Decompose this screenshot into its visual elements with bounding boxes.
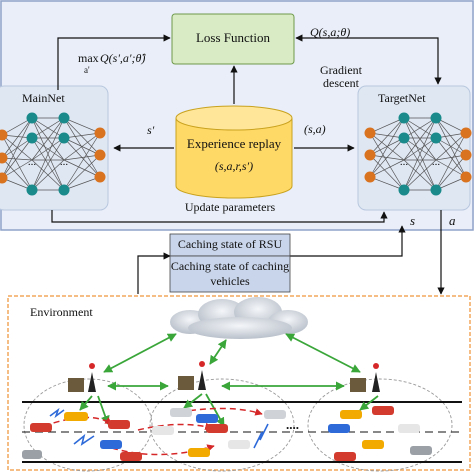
top-arrows [51,34,445,295]
targetnet-label: TargetNet [378,91,426,105]
experience-replay-cylinder [175,105,293,199]
maxq-prefix: max [78,51,99,65]
mainnet-label: MainNet [22,91,65,105]
experience-replay-label: Experience replay [186,136,282,151]
road [22,401,462,463]
experience-tuple-label: (s,a,r,s′) [214,159,254,173]
rsu-tower-icon [68,361,380,392]
maxq-expression: Q(s',a';θ̂) [100,51,146,65]
loss-function-box [171,13,295,65]
mainnet-ellipsis-2: ... [59,156,69,168]
rsu-state-label: Caching state of RSU [177,237,283,251]
target-q-label: Q(s,a;θ) [310,25,351,39]
vehicle-state-label: Caching state of caching vehicles [170,259,290,288]
gradient-descent-label: Gradient descent [320,63,362,91]
sa-label: (s,a) [304,122,326,136]
lightning-links [49,407,269,449]
maxq-subscript: a' [84,65,90,75]
targetnet-network [364,112,472,196]
mainnet-network [0,112,106,196]
vehicle-state-box [169,255,291,293]
cloud-icon [170,297,308,339]
coverage-areas [23,378,453,472]
s-label: s [410,213,416,228]
loss-function-label: Loss Function [195,30,271,45]
a-label: a [449,213,456,228]
environment-ellipsis: .... [286,417,299,432]
green-links [79,333,379,427]
targetnet-ellipsis-1: ... [399,156,409,168]
targetnet-ellipsis-2: ... [431,156,441,168]
s-prime-label: s′ [147,123,155,137]
mainnet-ellipsis-1: ... [27,156,37,168]
environment-title: Environment [30,305,93,319]
update-parameters-label: Update parameters [184,200,276,214]
vehicles [22,406,432,461]
